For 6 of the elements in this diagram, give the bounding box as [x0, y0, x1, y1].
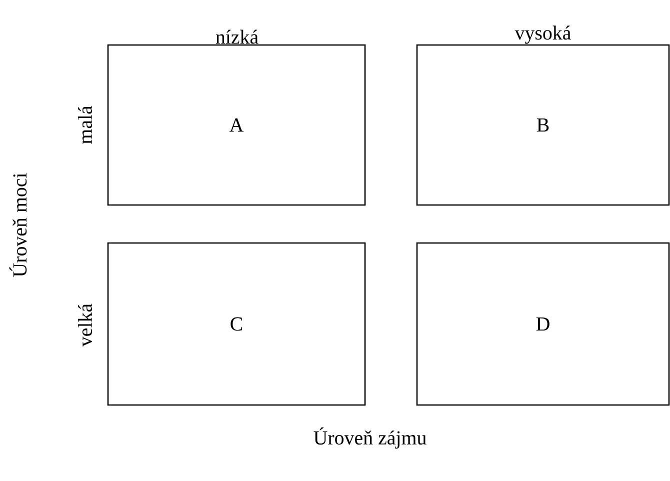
quadrant-box: C: [107, 242, 366, 406]
quadrant-box: A: [107, 44, 366, 206]
axis-title: Úroveň moci: [9, 173, 27, 277]
quadrant-box: D: [416, 242, 670, 406]
quadrant-box: B: [416, 44, 670, 206]
axis-title: Úroveň zájmu: [314, 427, 426, 449]
